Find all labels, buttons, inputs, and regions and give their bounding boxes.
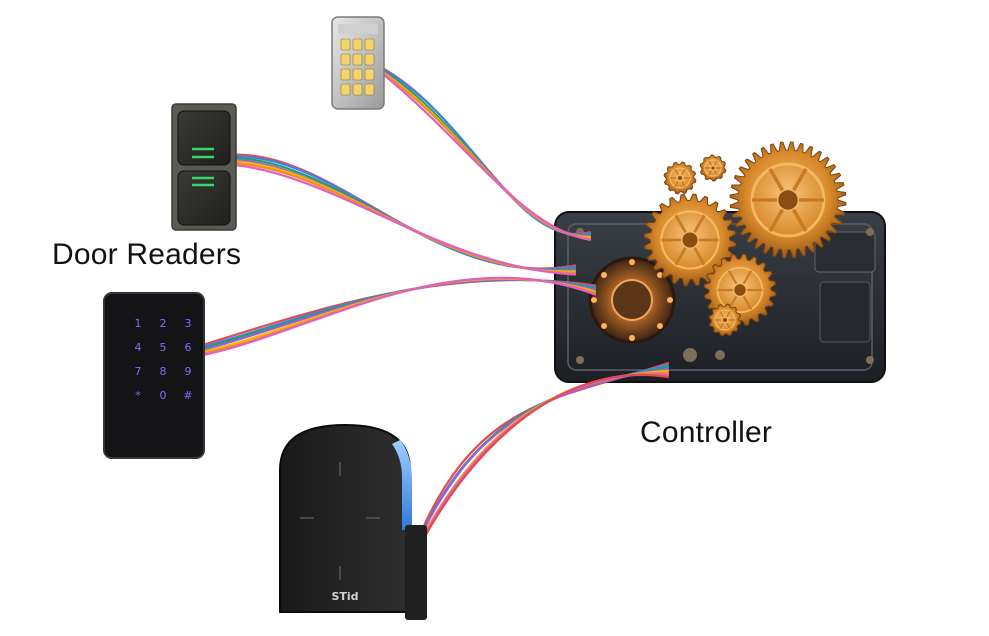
touch-keypad-key: 4 <box>135 341 142 354</box>
touch-keypad-key: 3 <box>185 317 192 330</box>
wire <box>212 158 577 272</box>
gear-small-4 <box>708 303 742 337</box>
wires-silver-keypad <box>382 67 592 241</box>
silver-keypad-key <box>364 68 375 81</box>
proximity-reader-panel <box>171 103 237 231</box>
wire <box>180 277 597 359</box>
touch-keypad-key: 5 <box>160 341 167 354</box>
reader-brand-logo: STid <box>331 590 358 603</box>
wire <box>418 373 670 546</box>
wire <box>418 365 670 539</box>
silver-keypad-key <box>352 38 363 51</box>
wire <box>212 160 577 273</box>
silver-keypad-key <box>364 83 375 96</box>
wire <box>418 369 670 542</box>
silver-keypad-key <box>340 83 351 96</box>
silver-keypad-key <box>352 68 363 81</box>
wire <box>212 161 577 275</box>
wire <box>418 363 670 538</box>
touch-keypad-key: 1 <box>135 317 142 330</box>
silver-keypad-key <box>340 53 351 66</box>
wire <box>212 162 577 276</box>
gear-medium <box>643 193 737 287</box>
silver-keypad-key <box>364 53 375 66</box>
touch-keypad-key: # <box>183 389 192 402</box>
touch-keypad-key: 9 <box>185 365 192 378</box>
silver-keypad-key <box>352 83 363 96</box>
touch-keypad-reader: 1 2 3 4 5 6 7 8 9 * 0 # <box>103 292 205 459</box>
wire-bundles <box>180 67 670 547</box>
wire <box>418 371 670 544</box>
wire <box>212 156 577 271</box>
wire <box>382 72 592 240</box>
wire <box>418 367 670 541</box>
silver-keypad-key <box>352 53 363 66</box>
touch-keypad-key: 6 <box>185 341 192 354</box>
wire <box>418 373 670 547</box>
gear-large <box>729 141 847 259</box>
wires-touch-keypad <box>180 276 597 360</box>
touch-keypad-key: 2 <box>160 317 167 330</box>
keypad-reader-silver <box>331 16 385 110</box>
controller-label: Controller <box>640 416 773 449</box>
wire <box>382 73 592 241</box>
controller-gears <box>643 141 847 337</box>
gear-small-2 <box>663 161 697 195</box>
silver-keypad-key <box>340 68 351 81</box>
wire <box>212 155 577 270</box>
touch-keypad-key: * <box>135 389 141 402</box>
touch-keypad-key: 7 <box>135 365 142 378</box>
silver-keypad-key <box>340 38 351 51</box>
gear-small-3 <box>699 154 727 182</box>
door-readers-label: Door Readers <box>52 238 242 271</box>
silver-keypad-key <box>364 38 375 51</box>
wire <box>382 69 592 237</box>
wires-stid-reader <box>418 361 670 547</box>
wires-proximity-reader <box>212 153 577 276</box>
wire <box>418 361 670 536</box>
touch-keypad-key: 0 <box>160 389 167 402</box>
touch-keypad-key: 8 <box>160 365 167 378</box>
wire <box>180 276 597 360</box>
stid-card-reader: STid <box>279 423 427 620</box>
